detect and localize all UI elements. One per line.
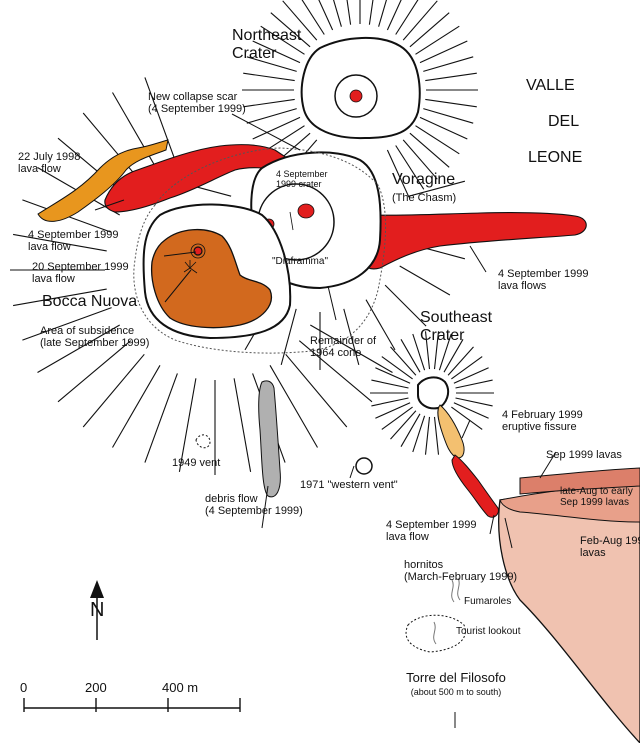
label-hornitos: hornitos(March-February 1999) [404,559,517,583]
lava-flow-1998 [37,139,169,222]
voragine-sub-label: (The Chasm) [392,192,456,204]
north-arrow [90,580,104,640]
northeast-crater-label: Northeast Crater [232,27,306,62]
scale-tick-0: 0 [20,680,27,695]
north-label: N [90,599,104,621]
leader-lines [94,113,557,728]
debris-flow [258,380,281,498]
label-vent-1971: 1971 "western vent" [300,479,398,491]
valle-label-2: DEL [548,113,579,130]
label-diaframma: "Diaframma" [272,256,328,267]
lava-flow-sep99-east [361,212,587,270]
label-debris-flow: debris flow(4 September 1999) [205,493,303,517]
southeast-crater-label: Southeast Crater [420,309,497,344]
scale-tick-400: 400 m [162,680,198,695]
southeast-crater [417,376,499,518]
fumarole-icon [433,577,461,645]
label-torre: Torre del Filosofo [406,670,506,685]
label-torre-sub: (about 500 m to south) [411,687,502,697]
cone-1964-outline [133,147,387,354]
ne-label-line2: Crater [232,45,277,62]
voragine-label: Voragine [392,171,455,188]
bocca-nuova-label: Bocca Nuova [42,293,137,310]
label-lavas-sep99: Sep 1999 lavas [546,449,622,461]
annotation-labels: New collapse scar(4 September 1999) 22 Ju… [18,91,640,697]
se-label-line2: Crater [420,327,465,344]
label-fumaroles: Fumaroles [464,596,511,607]
label-subsidence: Area of subsidence(late September 1999) [40,325,149,349]
valle-label-1: VALLE [526,77,575,94]
label-tourist-lookout: Tourist lookout [456,626,521,637]
se-label-line1: Southeast [420,309,493,326]
vent-1971 [355,457,373,475]
northeast-crater [300,37,421,140]
scale-tick-200: 200 [85,680,107,695]
se-lava-fields [498,467,640,743]
bocca-nuova-crater [142,203,292,340]
vent-1949 [195,434,211,449]
ne-label-line1: Northeast [232,27,302,44]
label-vent-1949: 1949 vent [172,457,220,469]
scale-bar [23,698,241,712]
valle-label-3: LEONE [528,149,582,166]
label-collapse-scar: New collapse scar(4 September 1999) [148,91,246,115]
